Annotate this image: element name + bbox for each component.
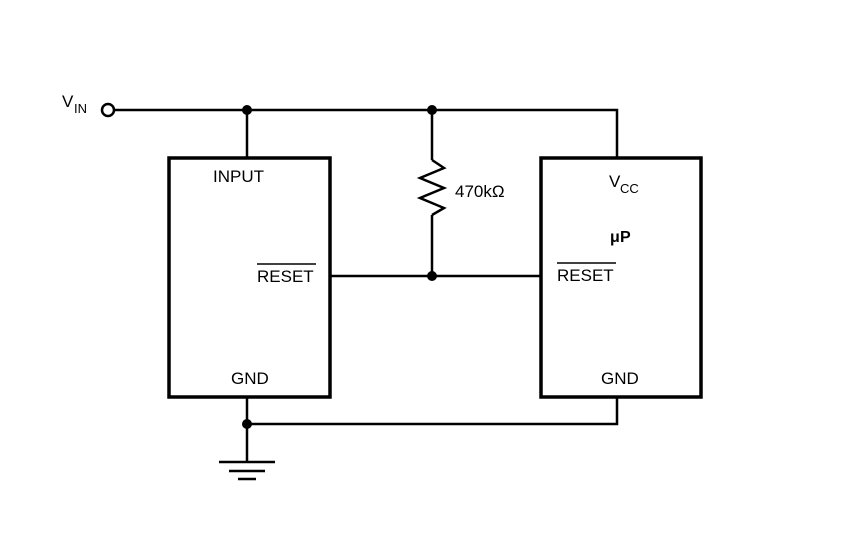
junction-input [242,105,252,115]
vcc-label: V [609,172,621,191]
vin-terminal [100,102,116,118]
up-label-mu: μ [610,229,620,246]
right-gnd-pin-label: GND [601,369,639,388]
ground-return-wire [247,397,619,426]
junction-reset [427,271,437,281]
up-label-p: P [620,229,631,246]
supervisor-ic-box [167,156,332,399]
ground-icon [219,460,275,481]
resistor-value: 470kΩ [455,182,505,201]
input-pin-label: INPUT [213,167,264,186]
vin-label-sub: IN [74,101,87,116]
right-reset-pin-label: RESET [557,266,614,285]
vin-label: V [62,92,74,111]
junction-ground [242,419,252,429]
left-reset-pin-label: RESET [257,267,314,286]
resistor-symbol [416,158,448,217]
supply-wire [114,108,619,158]
vcc-label-sub: CC [620,181,639,196]
microprocessor-box [539,156,703,399]
left-gnd-pin-label: GND [231,369,269,388]
